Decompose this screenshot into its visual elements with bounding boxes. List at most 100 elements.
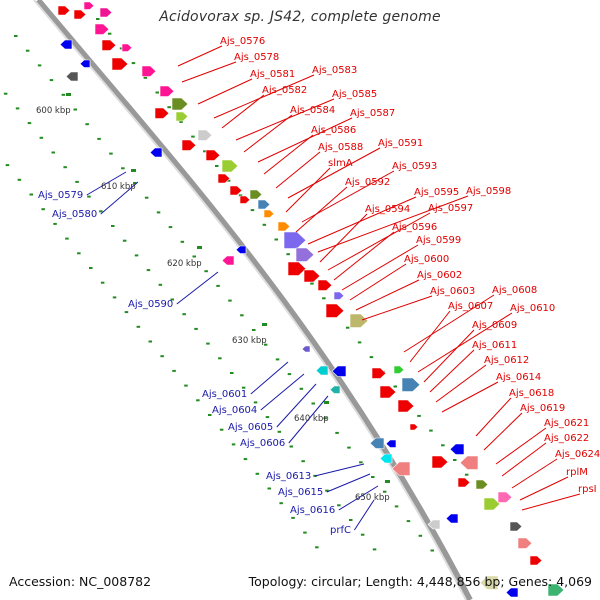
reverse-gene[interactable] xyxy=(331,365,347,377)
reverse-gene[interactable] xyxy=(59,39,73,50)
forward-gene[interactable] xyxy=(73,9,87,20)
gene-label-ajs_0588[interactable]: Ajs_0588 xyxy=(318,142,363,153)
gene-label-ajs_0583[interactable]: Ajs_0583 xyxy=(312,65,357,76)
gene-label-ajs_0596[interactable]: Ajs_0596 xyxy=(392,222,437,233)
forward-gene[interactable] xyxy=(141,65,157,77)
forward-gene[interactable] xyxy=(205,149,221,161)
gene-label-ajs_0606[interactable]: Ajs_0606 xyxy=(240,438,285,449)
forward-gene[interactable] xyxy=(175,111,189,122)
gene-label-ajs_0591[interactable]: Ajs_0591 xyxy=(378,138,423,149)
forward-gene[interactable] xyxy=(379,385,397,399)
forward-gene[interactable] xyxy=(181,139,197,151)
forward-gene[interactable] xyxy=(475,479,489,490)
gene-label-ajs_0612[interactable]: Ajs_0612 xyxy=(484,355,529,366)
gene-label-ajs_0576[interactable]: Ajs_0576 xyxy=(220,36,265,47)
gene-label-ajs_0592[interactable]: Ajs_0592 xyxy=(345,177,390,188)
gene-label-ajs_0603[interactable]: Ajs_0603 xyxy=(430,286,475,297)
reverse-gene[interactable] xyxy=(445,513,459,524)
reverse-gene[interactable] xyxy=(391,461,411,476)
gene-label-ajs_0585[interactable]: Ajs_0585 xyxy=(332,89,377,100)
gene-label-ajs_0609[interactable]: Ajs_0609 xyxy=(472,320,517,331)
reverse-gene[interactable] xyxy=(427,519,441,530)
reverse-gene[interactable] xyxy=(221,255,235,266)
gene-label-ajs_0590[interactable]: Ajs_0590 xyxy=(128,299,173,310)
gene-label-ajs_0594[interactable]: Ajs_0594 xyxy=(365,204,410,215)
forward-gene[interactable] xyxy=(509,521,523,532)
forward-gene[interactable] xyxy=(154,107,170,119)
gene-label-ajs_0619[interactable]: Ajs_0619 xyxy=(520,403,565,414)
forward-gene[interactable] xyxy=(277,221,291,232)
reverse-gene[interactable] xyxy=(505,587,519,598)
forward-gene[interactable] xyxy=(393,365,405,374)
reverse-gene[interactable] xyxy=(65,71,79,82)
gene-label-ajs_0621[interactable]: Ajs_0621 xyxy=(544,418,589,429)
forward-gene[interactable] xyxy=(159,85,175,97)
gene-label-ajs_0586[interactable]: Ajs_0586 xyxy=(311,125,356,136)
gene-label-ajs_0602[interactable]: Ajs_0602 xyxy=(417,270,462,281)
gene-label-ajs_0579[interactable]: Ajs_0579 xyxy=(38,190,83,201)
forward-gene[interactable] xyxy=(409,423,419,431)
forward-gene[interactable] xyxy=(229,185,243,196)
gene-label-ajs_0610[interactable]: Ajs_0610 xyxy=(510,303,555,314)
forward-gene[interactable] xyxy=(325,303,345,318)
forward-gene[interactable] xyxy=(239,195,251,204)
gene-label-ajs_0582[interactable]: Ajs_0582 xyxy=(262,85,307,96)
gene-label-ajs_0614[interactable]: Ajs_0614 xyxy=(496,372,541,383)
gene-label-ajs_0600[interactable]: Ajs_0600 xyxy=(404,254,449,265)
gene-label-ajs_0618[interactable]: Ajs_0618 xyxy=(509,388,554,399)
gene-label-ajs_0616[interactable]: Ajs_0616 xyxy=(290,505,335,516)
gene-label-ajs_0601[interactable]: Ajs_0601 xyxy=(202,389,247,400)
gene-label-ajs_0624[interactable]: Ajs_0624 xyxy=(555,449,600,460)
gene-label-ajs_0587[interactable]: Ajs_0587 xyxy=(350,108,395,119)
forward-gene[interactable] xyxy=(349,313,369,328)
gene-label-ajs_0598[interactable]: Ajs_0598 xyxy=(466,186,511,197)
forward-gene[interactable] xyxy=(287,261,307,276)
reverse-gene[interactable] xyxy=(149,147,163,158)
forward-gene[interactable] xyxy=(217,173,231,184)
gene-label-ajs_0604[interactable]: Ajs_0604 xyxy=(212,405,257,416)
forward-gene[interactable] xyxy=(57,5,71,16)
forward-gene[interactable] xyxy=(283,231,307,249)
reverse-gene[interactable] xyxy=(379,453,393,464)
gene-label-ajs_0622[interactable]: Ajs_0622 xyxy=(544,433,589,444)
gene-label-ajs_0595[interactable]: Ajs_0595 xyxy=(414,187,459,198)
gene-label-ajs_0580[interactable]: Ajs_0580 xyxy=(52,209,97,220)
gene-label-slma[interactable]: slmA xyxy=(328,158,353,169)
reverse-gene[interactable] xyxy=(459,455,479,470)
forward-gene[interactable] xyxy=(333,291,345,300)
gene-label-rplm[interactable]: rplM xyxy=(566,467,588,478)
forward-gene[interactable] xyxy=(371,367,387,379)
gene-label-rpsi[interactable]: rpsI xyxy=(578,484,597,495)
reverse-gene[interactable] xyxy=(301,345,311,353)
forward-gene[interactable] xyxy=(529,555,543,566)
forward-gene[interactable] xyxy=(94,23,110,35)
forward-gene[interactable] xyxy=(101,39,117,51)
reverse-gene[interactable] xyxy=(479,575,499,590)
forward-gene[interactable] xyxy=(295,247,315,262)
reverse-gene[interactable] xyxy=(369,437,385,449)
gene-label-ajs_0599[interactable]: Ajs_0599 xyxy=(416,235,461,246)
reverse-gene[interactable] xyxy=(315,365,329,376)
forward-gene[interactable] xyxy=(99,7,113,18)
gene-label-ajs_0593[interactable]: Ajs_0593 xyxy=(392,161,437,172)
forward-gene[interactable] xyxy=(431,455,449,469)
forward-gene[interactable] xyxy=(257,199,271,210)
gene-label-ajs_0615[interactable]: Ajs_0615 xyxy=(278,487,323,498)
reverse-gene[interactable] xyxy=(79,59,91,68)
forward-gene[interactable] xyxy=(121,43,133,52)
forward-gene[interactable] xyxy=(171,97,189,111)
forward-gene[interactable] xyxy=(197,129,213,141)
reverse-gene[interactable] xyxy=(449,443,465,455)
gene-label-ajs_0611[interactable]: Ajs_0611 xyxy=(472,340,517,351)
reverse-gene[interactable] xyxy=(329,385,341,394)
forward-gene[interactable] xyxy=(401,377,421,392)
gene-label-ajs_0608[interactable]: Ajs_0608 xyxy=(492,285,537,296)
gene-label-prfc[interactable]: prfC xyxy=(330,525,351,536)
gene-label-ajs_0578[interactable]: Ajs_0578 xyxy=(234,52,279,63)
forward-gene[interactable] xyxy=(221,159,239,173)
forward-gene[interactable] xyxy=(83,1,95,10)
forward-gene[interactable] xyxy=(303,269,321,283)
gene-label-ajs_0597[interactable]: Ajs_0597 xyxy=(428,203,473,214)
forward-gene[interactable] xyxy=(483,497,501,511)
forward-gene[interactable] xyxy=(547,583,565,597)
